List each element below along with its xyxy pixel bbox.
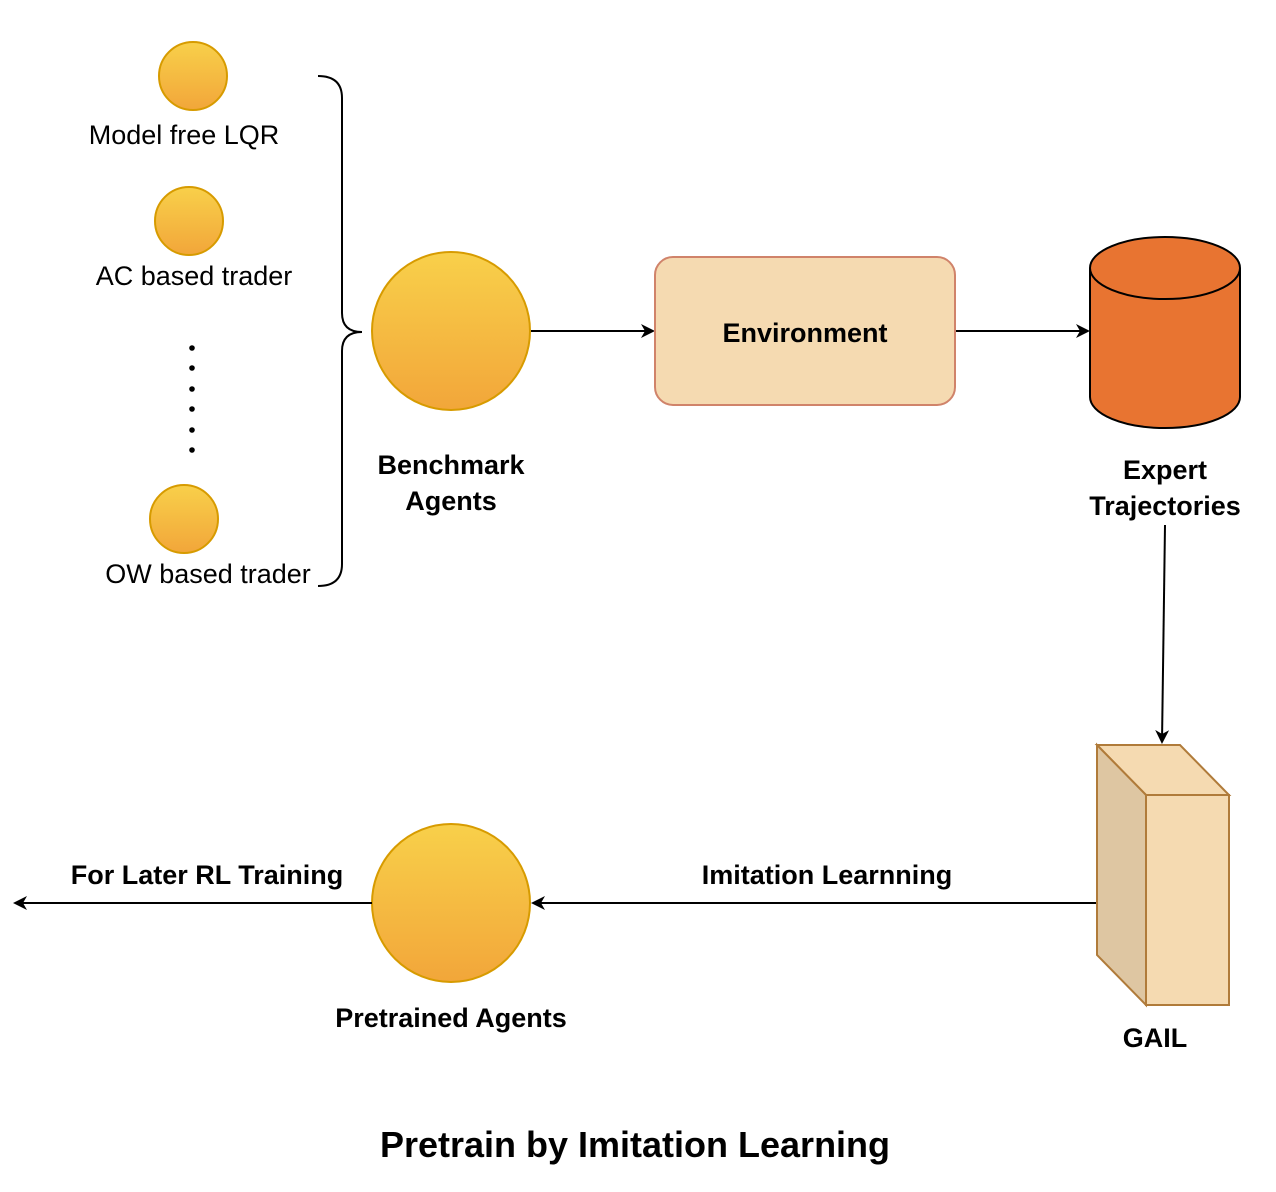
agent-circle-icon [149,484,219,554]
benchmark-agents-node: Benchmark Agents [371,251,531,516]
ellipsis-dot [189,386,195,392]
ellipsis-dot [189,447,195,453]
agent-ow-based-trader: OW based trader [105,484,311,589]
gail-front-face [1145,794,1230,1006]
expert-trajectories-label-line1: Expert [1123,455,1207,485]
pretrained-agents-node: Pretrained Agents [335,823,567,1033]
benchmark-agents-label-line1: Benchmark [377,450,525,480]
ellipsis-dot [189,365,195,371]
agent-circle-icon [154,186,224,256]
benchmark-agents-icon [371,251,531,411]
expert-trajectories-node: Expert Trajectories [1089,236,1241,521]
database-top [1089,236,1241,300]
agent-label: Model free LQR [89,120,280,150]
grouping-brace [317,75,363,587]
ellipsis-dot [189,427,195,433]
environment-node: Environment [654,256,956,406]
pretrained-agents-label: Pretrained Agents [335,1003,567,1033]
later-rl-training-edge-label: For Later RL Training [71,860,344,890]
database-body [1089,268,1241,429]
benchmark-agents-label-line2: Agents [405,486,497,516]
agent-ac-based-trader: AC based trader [96,186,293,291]
environment-label: Environment [722,318,887,348]
agent-label: OW based trader [105,559,311,589]
diagram-title: Pretrain by Imitation Learning [380,1124,890,1165]
gail-cube-icon [1094,742,1232,1008]
gail-label: GAIL [1123,1023,1188,1053]
agent-model-free-lqr: Model free LQR [89,41,280,150]
database-icon [1089,236,1241,429]
environment-box [654,256,956,406]
agent-label: AC based trader [96,261,293,291]
arrow-trajectories-to-gail [1155,524,1170,744]
agent-circle-icon [158,41,228,111]
pretrained-agents-icon [371,823,531,983]
ellipsis-dot [189,406,195,412]
imitation-learning-edge-label: Imitation Learnning [702,860,953,890]
gail-node: GAIL [1094,742,1232,1053]
expert-trajectories-label-line2: Trajectories [1089,491,1241,521]
ellipsis-dots [189,345,195,453]
ellipsis-dot [189,345,195,351]
